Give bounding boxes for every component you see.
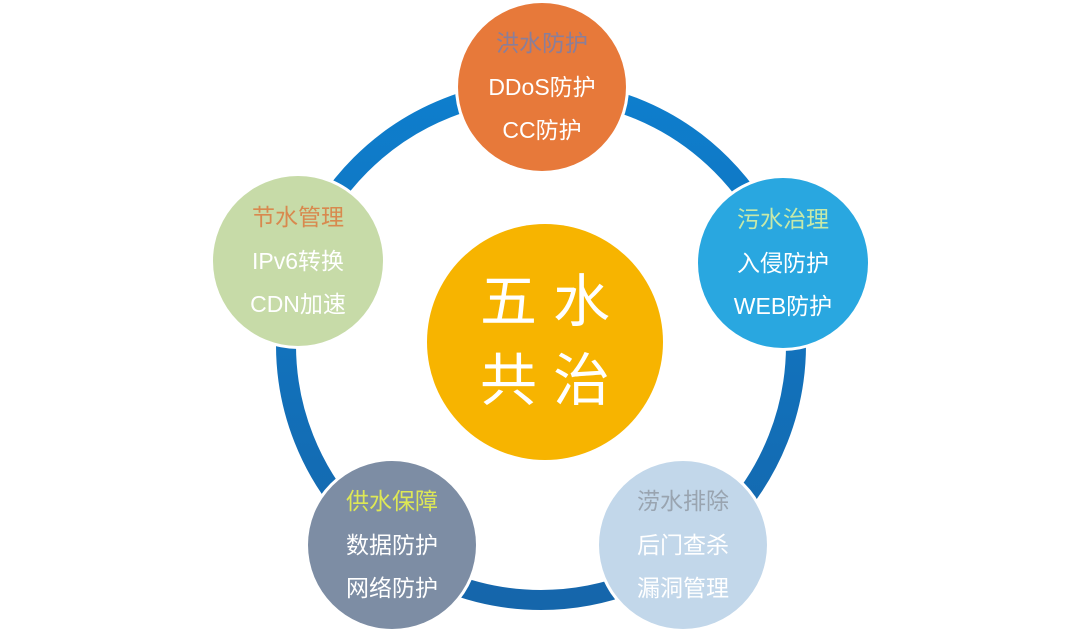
node-item: CC防护 (502, 117, 582, 144)
node-water-saving: 节水管理 IPv6转换 CDN加速 (213, 176, 383, 346)
node-item: 漏洞管理 (637, 575, 729, 602)
center-title-line2: 共治 (480, 349, 626, 413)
node-sewage-treatment: 污水治理 入侵防护 WEB防护 (698, 178, 868, 348)
node-title: 污水治理 (737, 205, 829, 232)
node-title: 洪水防护 (496, 29, 588, 56)
node-water-supply: 供水保障 数据防护 网络防护 (308, 461, 476, 629)
node-item: 网络防护 (346, 575, 438, 602)
node-title: 涝水排除 (637, 487, 729, 514)
node-waterlogging-drain: 涝水排除 后门查杀 漏洞管理 (599, 461, 767, 629)
node-item: WEB防护 (733, 293, 833, 320)
node-item: DDoS防护 (488, 73, 596, 100)
node-item: CDN加速 (250, 291, 346, 318)
node-item: 数据防护 (346, 531, 438, 558)
node-item: 后门查杀 (637, 531, 729, 558)
center-node-five-water: 五水 共治 (427, 224, 663, 460)
node-item: 入侵防护 (737, 249, 829, 276)
node-flood-protection: 洪水防护 DDoS防护 CC防护 (458, 3, 626, 171)
node-title: 供水保障 (346, 487, 438, 514)
node-title: 节水管理 (252, 203, 344, 230)
node-item: IPv6转换 (251, 247, 345, 274)
center-title-line1: 五水 (480, 270, 626, 335)
